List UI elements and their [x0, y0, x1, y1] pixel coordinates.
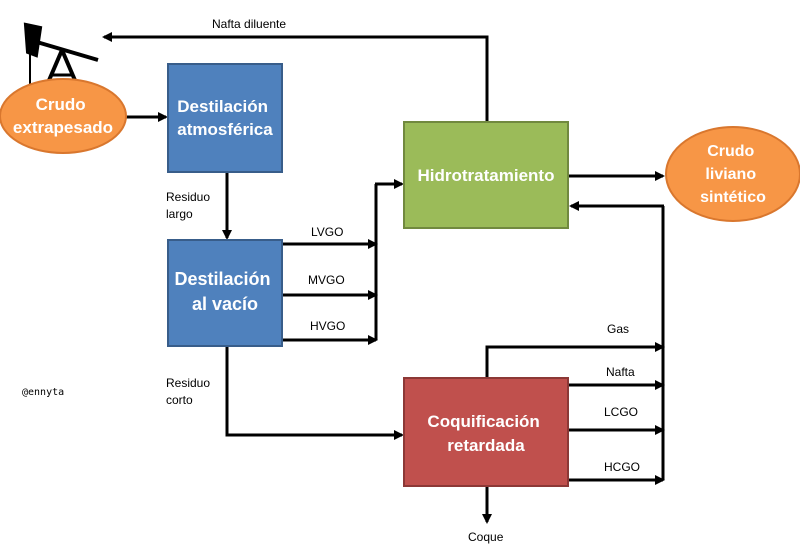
svg-text:Destilación al vacío: Destilación al vacío: [174, 269, 275, 314]
label-nafta-diluente: Nafta diluente: [212, 17, 286, 31]
node-destilacion-vacio-line2: al vacío: [192, 294, 258, 314]
svg-text:Crudo liviano sint: Crudo liviano sintético: [700, 143, 766, 206]
node-crudo-extrapesado-line1: Crudo: [36, 95, 86, 114]
label-lcgo: LCGO: [604, 405, 638, 419]
label-hvgo: HVGO: [310, 319, 345, 333]
node-coquificacion: Coquificación retardada: [403, 377, 569, 487]
node-crudo-liviano-line2: liviano: [705, 166, 756, 183]
node-crudo-liviano-line1: Crudo: [707, 143, 754, 160]
svg-text:Hidrotratamiento: Hidrotratamiento: [418, 166, 555, 185]
signature: @ennyta: [22, 387, 64, 398]
node-coquificacion-line1: Coquificación: [427, 412, 539, 431]
label-residuo-largo-line2: largo: [166, 207, 193, 221]
node-destilacion-atmosferica: Destilación atmosférica: [167, 63, 283, 173]
label-residuo-largo-line1: Residuo: [166, 190, 210, 204]
edge-labels: Nafta diluente Residuo largo LVGO MVGO H…: [166, 17, 640, 544]
node-hidrotratamiento: Hidrotratamiento: [403, 121, 569, 229]
edge-nafta-diluente: [102, 32, 489, 122]
label-coque: Coque: [468, 530, 504, 544]
node-coquificacion-line2: retardada: [447, 436, 525, 455]
label-hcgo: HCGO: [604, 460, 640, 474]
node-destilacion-atmosferica-line1: Destilación: [177, 97, 268, 116]
label-mvgo: MVGO: [308, 273, 345, 287]
svg-text:Coquificación retardada: Coquificación retardada: [427, 412, 544, 455]
label-nafta: Nafta: [606, 365, 635, 379]
edge-gas: [485, 342, 665, 378]
label-gas: Gas: [607, 322, 629, 336]
svg-text:Crudo extrapesado: Crudo extrapesado: [13, 95, 113, 137]
node-destilacion-vacio: Destilación al vacío: [167, 239, 283, 347]
label-residuo-corto-line1: Residuo: [166, 376, 210, 390]
node-destilacion-atmosferica-line2: atmosférica: [177, 120, 273, 139]
connectors: [102, 32, 665, 524]
node-destilacion-vacio-line1: Destilación: [174, 269, 270, 289]
label-lvgo: LVGO: [311, 225, 343, 239]
node-hidrotratamiento-label: Hidrotratamiento: [418, 166, 555, 185]
node-crudo-extrapesado-line2: extrapesado: [13, 118, 113, 137]
node-crudo-liviano: Crudo liviano sintético: [665, 126, 800, 222]
node-crudo-extrapesado: Crudo extrapesado: [0, 78, 127, 154]
edge-residuo-corto: [225, 347, 404, 440]
label-residuo-corto-line2: corto: [166, 393, 193, 407]
node-crudo-liviano-line3: sintético: [700, 189, 766, 206]
svg-text:Destilación atmosférica: Destilación atmosférica: [177, 97, 273, 139]
